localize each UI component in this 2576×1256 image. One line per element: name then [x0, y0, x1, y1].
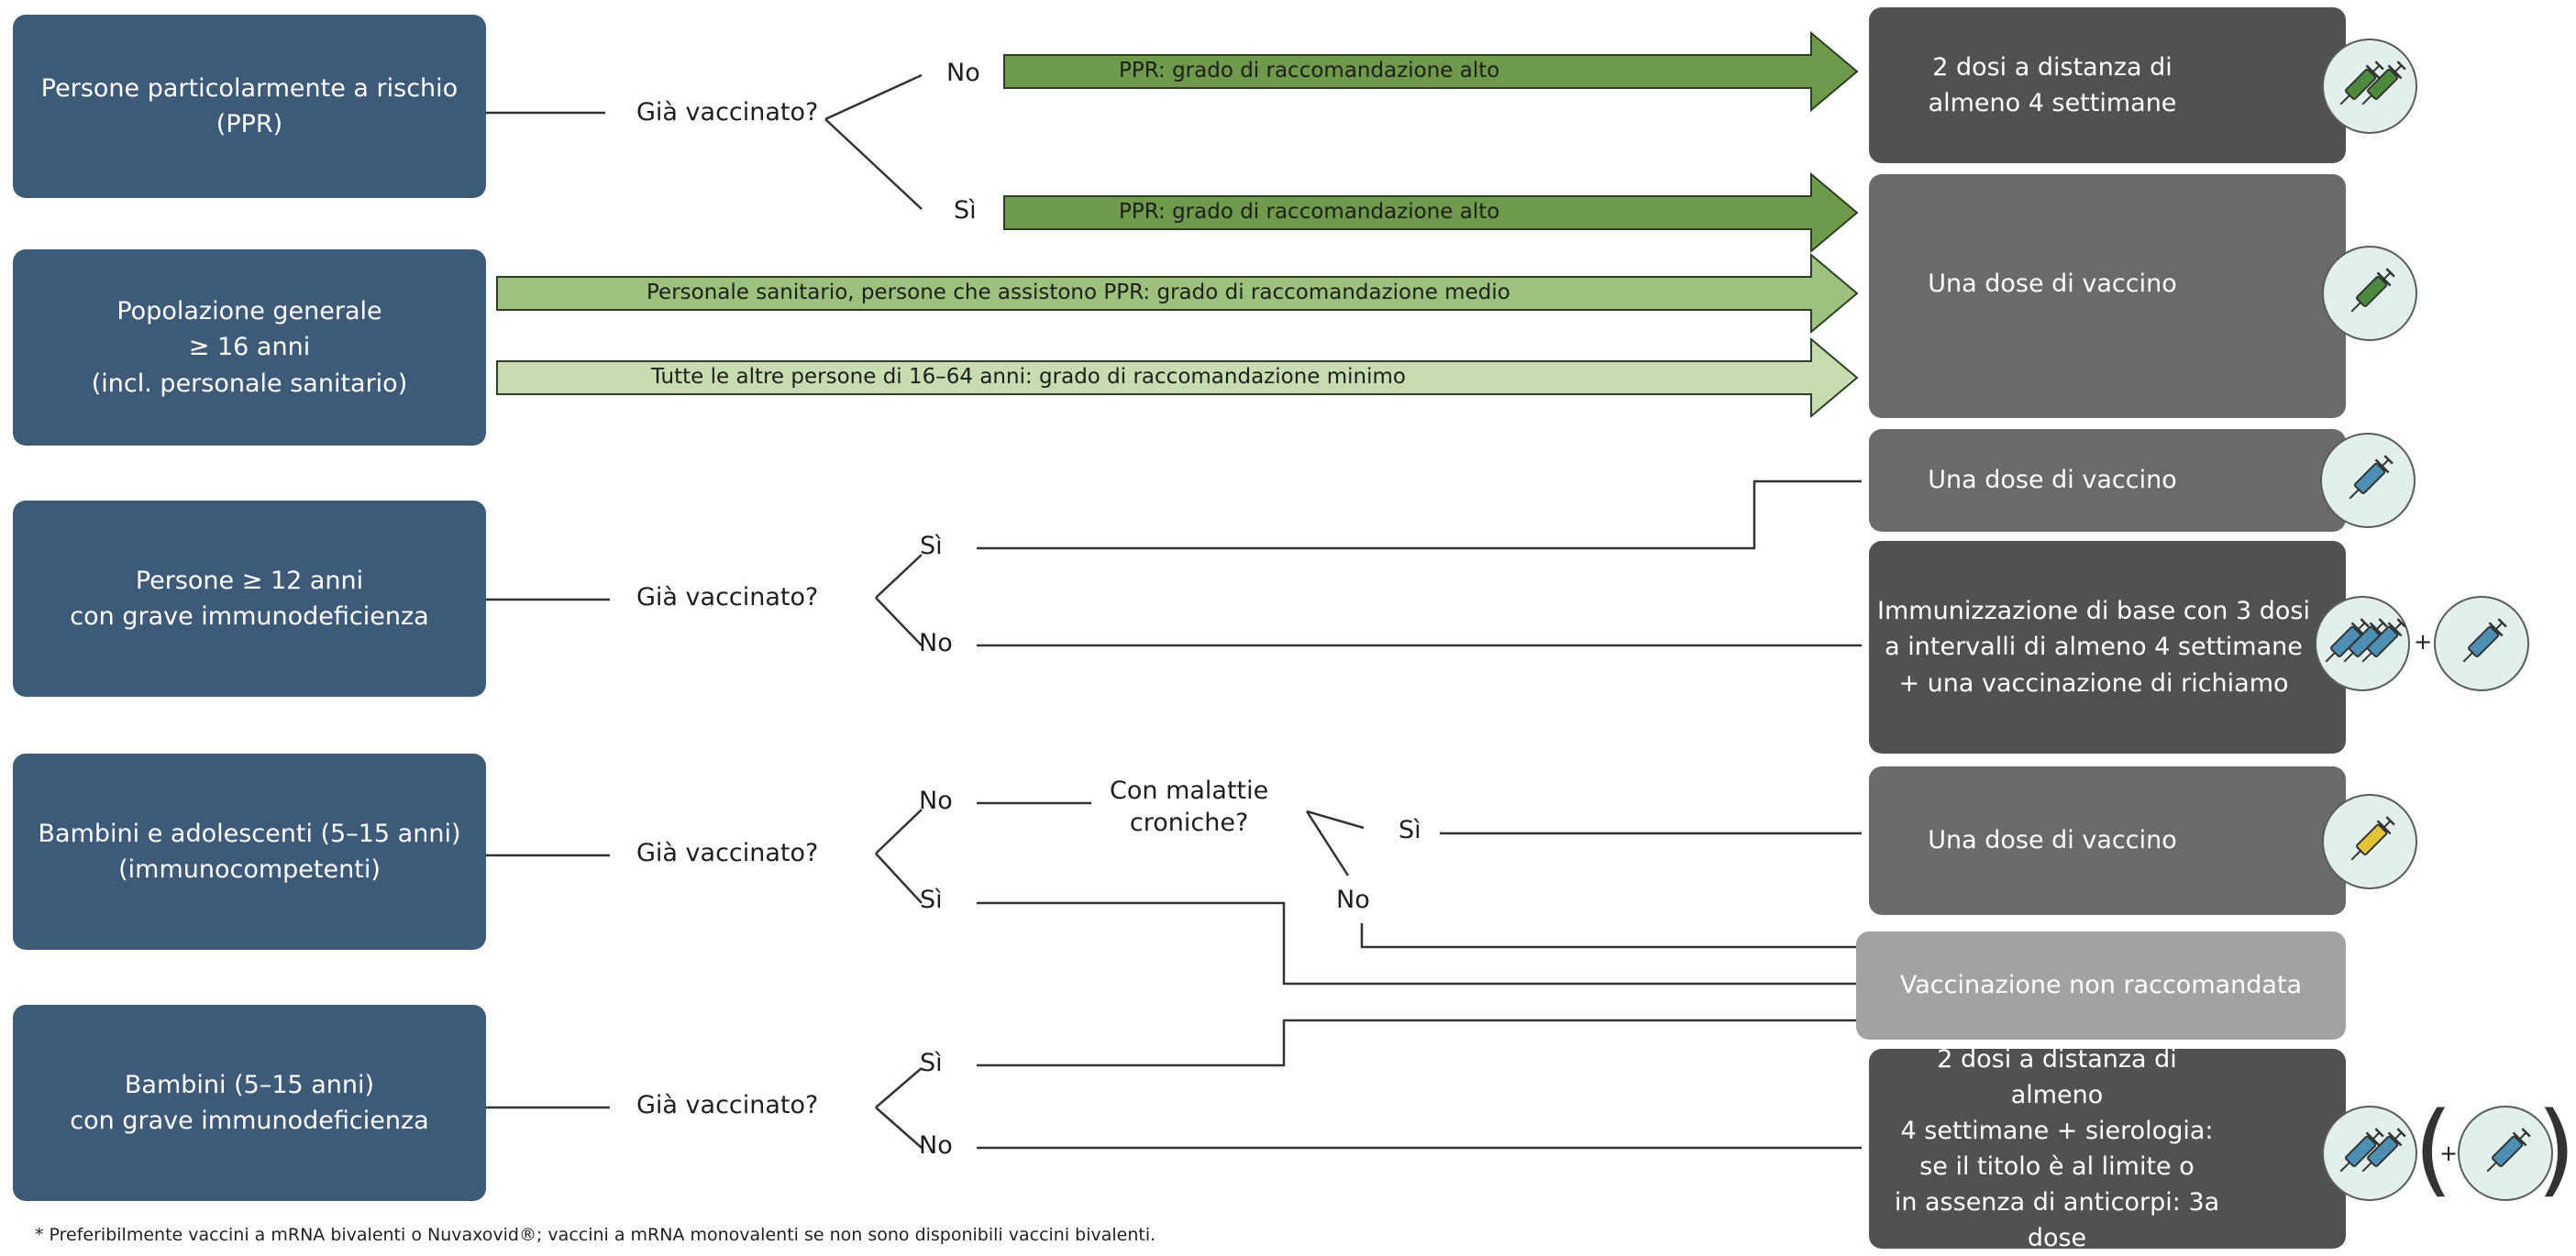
result-one-dose-chronic: Una dose di vaccino	[1869, 766, 2346, 915]
question-vaccinated-3: Già vaccinato?	[636, 583, 819, 611]
result-one-dose-immuno: Una dose di vaccino	[1869, 429, 2346, 532]
two-blue-syringes-icon	[2322, 1106, 2417, 1201]
arrow-ppr-yes	[1003, 171, 1859, 254]
group-general-population: Popolazione generale≥ 16 anni(incl. pers…	[13, 249, 486, 446]
answer-no-1: No	[946, 59, 980, 87]
answer-no-chronic: No	[1336, 886, 1370, 914]
two-green-syringes-icon	[2322, 39, 2417, 134]
group-children-immunodeficient: Bambini (5–15 anni)con grave immunodefic…	[13, 1005, 486, 1201]
result-one-dose-general: Una dose di vaccino	[1869, 174, 2346, 418]
answer-yes-chronic: Sì	[1399, 816, 1421, 844]
arrow-label-ppr-yes: PPR: grado di raccomandazione alto	[1119, 200, 1500, 224]
answer-yes-3: Sì	[920, 532, 943, 560]
bracket-close: )	[2537, 1090, 2576, 1207]
answer-no-4: No	[919, 787, 953, 815]
footnote: * Preferibilmente vaccini a mRNA bivalen…	[35, 1225, 1156, 1245]
arrow-label-ppr-no: PPR: grado di raccomandazione alto	[1119, 59, 1500, 83]
question-vaccinated-1: Già vaccinato?	[636, 98, 819, 127]
blue-syringe-icon	[2434, 596, 2529, 691]
arrow-ppr-no	[1003, 30, 1859, 113]
answer-no-5: No	[919, 1131, 953, 1160]
arrow-label-general-medium: Personale sanitario, persone che assisto…	[647, 281, 1510, 304]
green-syringe-icon	[2322, 246, 2417, 341]
group-ppr: Persone particolarmente a rischio(PPR)	[13, 15, 486, 198]
three-blue-syringes-icon	[2315, 596, 2410, 691]
answer-no-3: No	[919, 629, 953, 657]
group-children-immunocompetent: Bambini e adolescenti (5–15 anni)(immuno…	[13, 754, 486, 950]
blue-syringe-icon	[2458, 1106, 2553, 1201]
result-not-recommended: Vaccinazione non raccomandata	[1856, 931, 2346, 1040]
arrow-general-low	[496, 336, 1859, 419]
answer-yes-1: Sì	[954, 196, 977, 225]
question-vaccinated-4: Già vaccinato?	[636, 839, 819, 867]
answer-yes-5: Sì	[920, 1049, 943, 1077]
blue-syringe-icon	[2320, 433, 2416, 528]
plus-sign: +	[2439, 1140, 2459, 1166]
arrow-general-medium	[496, 252, 1859, 335]
plus-sign: +	[2414, 629, 2433, 655]
yellow-syringe-icon	[2322, 794, 2417, 889]
answer-yes-4: Sì	[920, 886, 943, 914]
arrow-label-general-low: Tutte le altre persone di 16–64 anni: gr…	[651, 365, 1406, 389]
bracket-open: (	[2414, 1090, 2453, 1207]
question-vaccinated-5: Già vaccinato?	[636, 1091, 819, 1119]
